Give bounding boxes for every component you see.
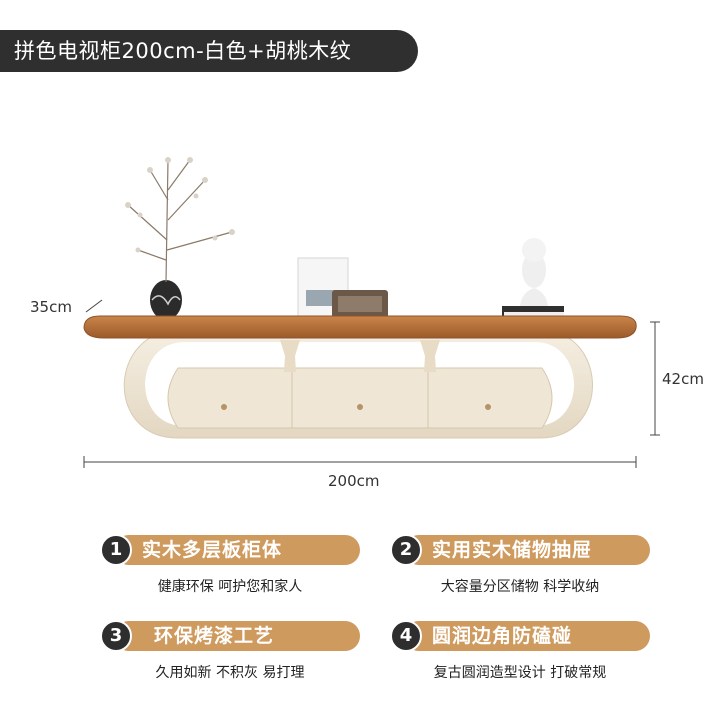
feature-desc: 复古圆润造型设计 打破常规 (433, 665, 607, 681)
feature-desc: 健康环保 呵护您和家人 (157, 579, 303, 595)
radio-decor (332, 290, 388, 318)
feature-desc: 大容量分区储物 科学收纳 (440, 579, 600, 595)
feature-heading: 实用实木储物抽屉 (432, 539, 593, 561)
feature-pill: 3 环保烤漆工艺 (100, 620, 360, 652)
feature-heading: 圆润边角防磕碰 (432, 625, 573, 647)
feature-pill: 1 实木多层板柜体 (100, 534, 360, 566)
feature-pill: 2 实用实木储物抽屉 (390, 534, 650, 566)
feature-pill: 4 圆润边角防磕碰 (390, 620, 650, 652)
walnut-top (83, 315, 637, 339)
number-badge: 3 (100, 620, 132, 652)
title-badge: 拼色电视柜200cm-白色+胡桃木纹 (0, 30, 418, 72)
number-badge: 2 (390, 534, 422, 566)
drawer-box (167, 367, 553, 429)
feature-2: 2 实用实木储物抽屉 大容量分区储物 科学收纳 (390, 534, 650, 604)
feature-1: 1 实木多层板柜体 健康环保 呵护您和家人 (100, 534, 360, 604)
feature-heading: 环保烤漆工艺 (154, 625, 275, 647)
statue-decor (502, 238, 564, 318)
feature-4: 4 圆润边角防磕碰 复古圆润造型设计 打破常规 (390, 620, 650, 690)
pill-background (114, 535, 360, 565)
number-badge: 4 (390, 620, 422, 652)
height-label: 42cm (662, 370, 704, 388)
dimension-lines (83, 299, 660, 468)
feature-heading: 实木多层板柜体 (142, 539, 283, 561)
feature-3: 3 环保烤漆工艺 久用如新 不积灰 易打理 (100, 620, 360, 690)
product-illustration (83, 157, 660, 468)
book-decor (297, 257, 349, 317)
vase-decor (125, 157, 235, 320)
depth-label: 35cm (30, 298, 72, 316)
pill-background (404, 535, 650, 565)
width-label: 200cm (328, 472, 380, 490)
feature-desc: 久用如新 不积灰 易打理 (155, 665, 305, 681)
pill-background (404, 621, 650, 651)
pill-background (114, 621, 360, 651)
number-badge: 1 (100, 534, 132, 566)
